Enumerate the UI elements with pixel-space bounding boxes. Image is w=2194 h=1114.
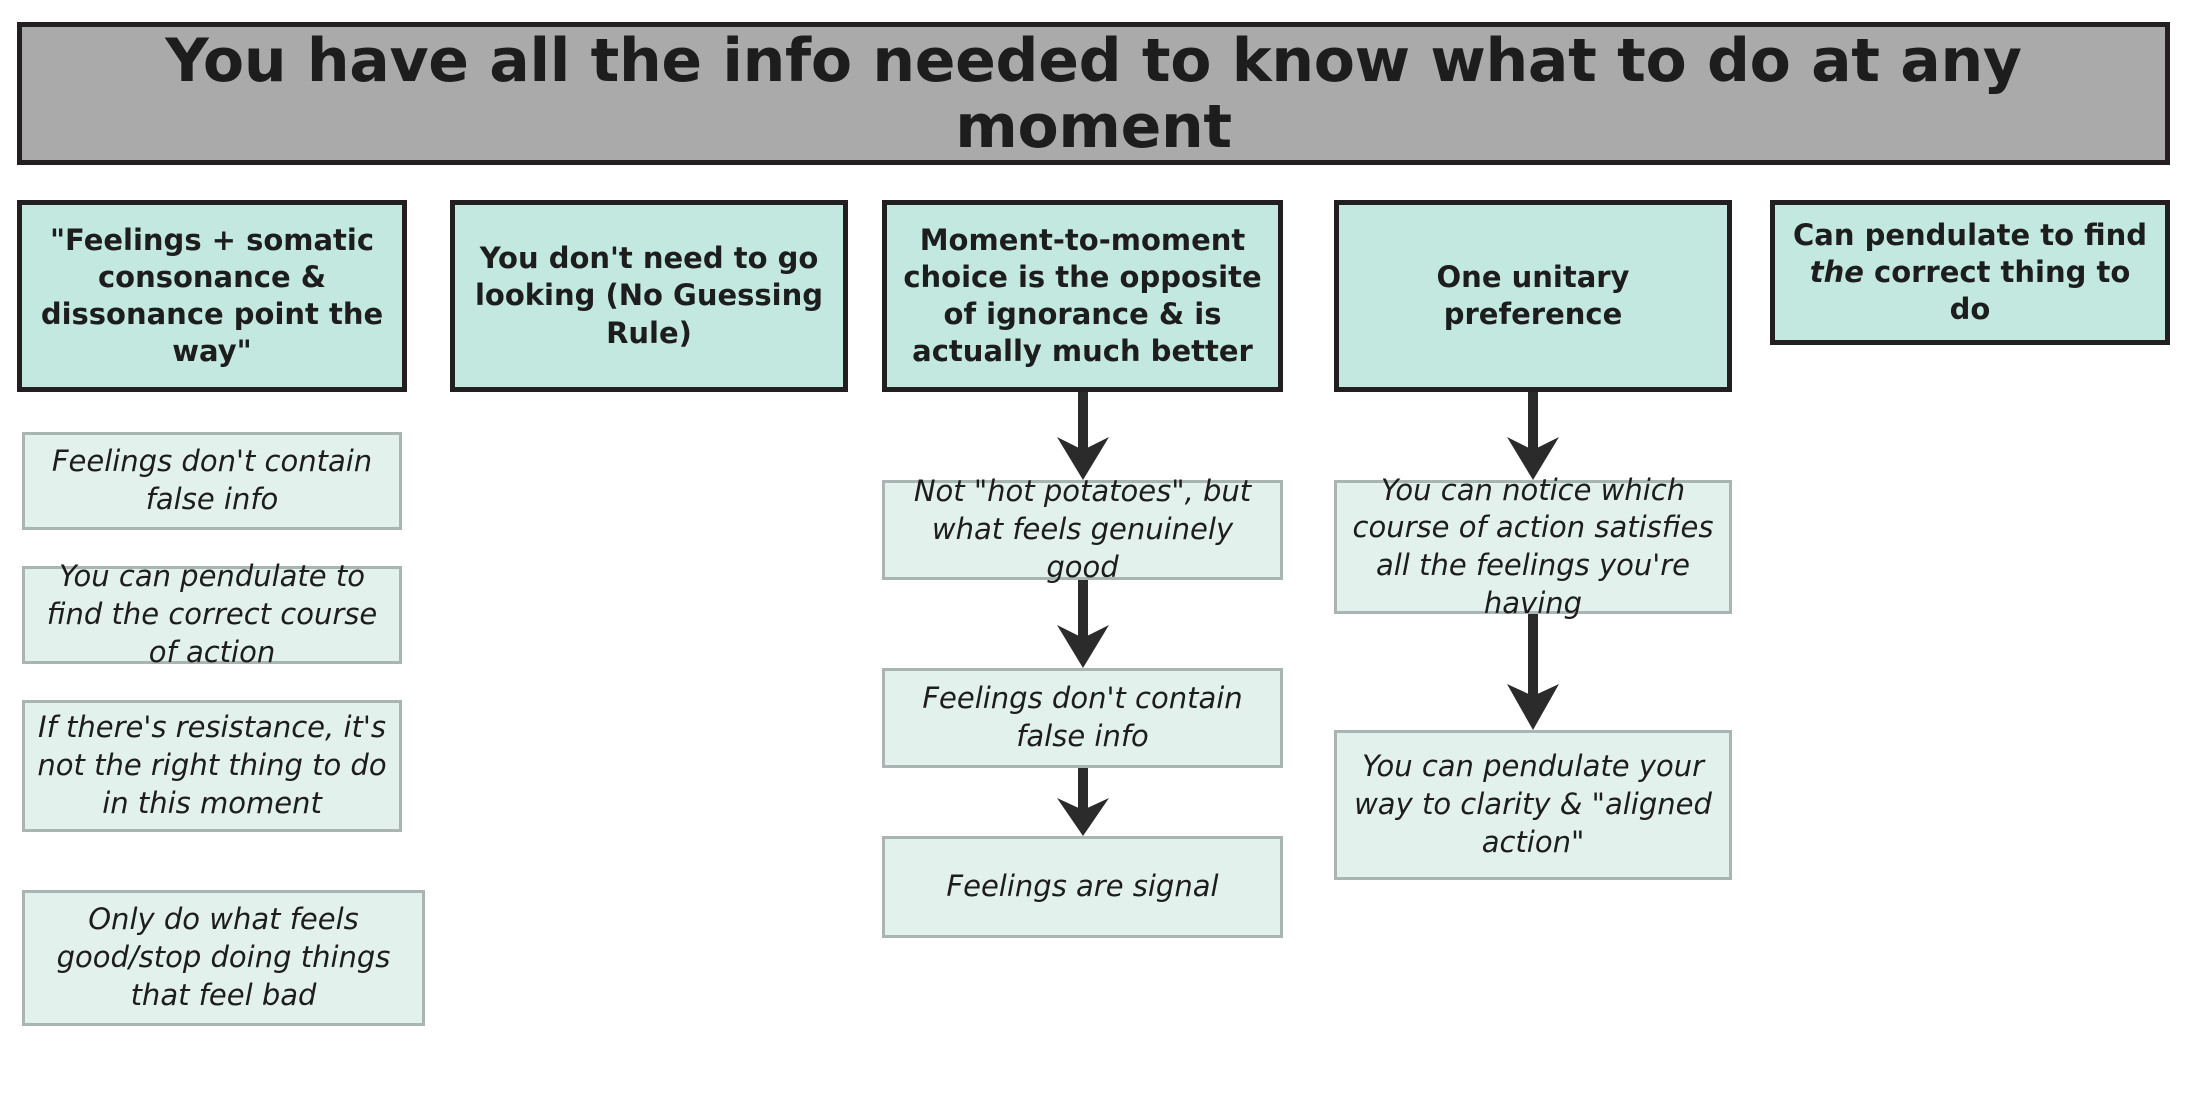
flow-arrow-down-icon [1053, 392, 1113, 480]
header-box-feelings-somatic[interactable]: "Feelings + somatic consonance & dissona… [17, 200, 407, 392]
list-item[interactable]: Feelings are signal [882, 836, 1283, 938]
list-item[interactable]: Feelings don't contain false info [882, 668, 1283, 768]
header-box-no-guessing-rule[interactable]: You don't need to go looking (No Guessin… [450, 200, 848, 392]
list-item[interactable]: Only do what feels good/stop doing thing… [22, 890, 425, 1026]
header-box-label: One unitary preference [1436, 259, 1630, 331]
list-item-label: Feelings are signal [946, 869, 1219, 904]
flow-arrow-down-icon [1053, 768, 1113, 836]
header-box-one-unitary-preference[interactable]: One unitary preference [1334, 200, 1732, 392]
list-item-label: Feelings don't contain false info [922, 681, 1243, 753]
flow-arrow-down-icon [1503, 614, 1563, 730]
list-item-label: Only do what feels good/stop doing thing… [56, 902, 391, 1012]
flow-arrow-down-icon [1053, 580, 1113, 668]
list-item-label: Feelings don't contain false info [51, 444, 373, 516]
column-one-unitary-preference: One unitary preference You can notice wh… [1334, 200, 1732, 880]
column-can-pendulate: Can pendulate to find the correct thing … [1770, 200, 2170, 345]
list-item-label: Not "hot potatoes", but what feels genui… [913, 474, 1252, 584]
list-item-label: You can notice which course of action sa… [1352, 472, 1714, 620]
header-box-label: You don't need to go looking (No Guessin… [474, 241, 824, 350]
column-moment-to-moment-choice: Moment-to-moment choice is the opposite … [882, 200, 1283, 938]
list-item[interactable]: You can pendulate to find the correct co… [22, 559, 402, 669]
list-item-label: You can pendulate to find the correct co… [46, 559, 378, 669]
list-item-label: If there's resistance, it's not the righ… [37, 710, 387, 820]
header-box-can-pendulate[interactable]: Can pendulate to find the correct thing … [1770, 200, 2170, 345]
header-box-moment-to-moment-choice[interactable]: Moment-to-moment choice is the opposite … [882, 200, 1283, 392]
header-box-label: Can pendulate to find the correct thing … [1793, 217, 2147, 327]
header-box-label: Moment-to-moment choice is the opposite … [903, 222, 1262, 369]
list-item[interactable]: You can pendulate your way to clarity & … [1334, 730, 1732, 880]
list-item[interactable]: If there's resistance, it's not the righ… [22, 700, 402, 832]
header-box-label: "Feelings + somatic consonance & dissona… [40, 222, 384, 369]
list-item-label: You can pendulate your way to clarity & … [1354, 749, 1712, 859]
list-item[interactable]: Feelings don't contain false info [22, 432, 402, 530]
page-title: You have all the info needed to know wha… [165, 25, 2022, 162]
list-item[interactable]: You can notice which course of action sa… [1334, 473, 1732, 620]
list-item[interactable]: Not "hot potatoes", but what feels genui… [882, 474, 1283, 584]
column-no-guessing-rule: You don't need to go looking (No Guessin… [450, 200, 848, 392]
flow-arrow-down-icon [1503, 392, 1563, 480]
page-banner: You have all the info needed to know wha… [17, 22, 2170, 165]
column-feelings-somatic: "Feelings + somatic consonance & dissona… [17, 200, 425, 1026]
